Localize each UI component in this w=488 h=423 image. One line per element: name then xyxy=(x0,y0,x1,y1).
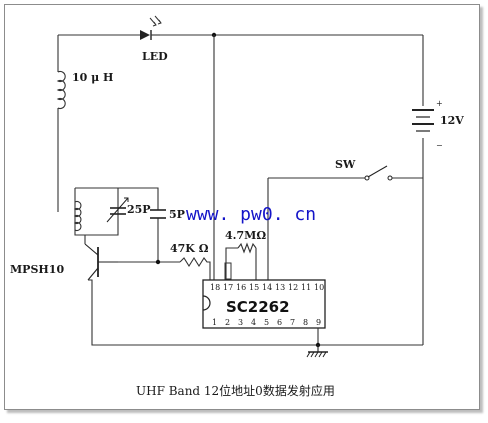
tank-coil-symbol xyxy=(73,200,82,232)
led-label: LED xyxy=(142,50,168,63)
diagram-caption: UHF Band 12位地址0数据发射应用 xyxy=(136,383,335,398)
pin-7: 7 xyxy=(290,318,295,327)
cap-5p-wire xyxy=(118,187,159,262)
pin-14: 14 xyxy=(262,283,272,292)
pin-5: 5 xyxy=(264,318,269,327)
chip-body xyxy=(202,279,326,329)
pin-9: 9 xyxy=(316,318,321,327)
pin-16: 16 xyxy=(236,283,246,292)
battery-label: 12V xyxy=(440,114,464,127)
trimmer-label: 25P xyxy=(127,203,151,216)
junction-dot-base xyxy=(155,259,161,265)
switch-label: SW xyxy=(335,158,356,171)
pin-10: 10 xyxy=(314,283,324,292)
resistor-47m-symbol xyxy=(237,242,257,254)
led-symbol xyxy=(140,15,162,40)
trimmer-capacitor-symbol xyxy=(106,197,129,223)
chip-pins-top: 18 17 16 15 14 13 12 11 10 xyxy=(210,283,324,292)
pin-8: 8 xyxy=(303,318,308,327)
capacitor-label: 5P xyxy=(169,208,185,221)
inductor-symbol xyxy=(56,70,66,110)
resistor-47k-symbol xyxy=(179,256,211,280)
watermark-text: www. pw0. cn xyxy=(186,204,316,225)
chip-notch xyxy=(202,295,211,311)
battery-symbol: + − xyxy=(412,99,443,150)
svg-text:+: + xyxy=(436,99,443,108)
resistor-47m-label: 4.7MΩ xyxy=(225,229,266,242)
transistor-label: MPSH10 xyxy=(10,263,64,276)
pin-4: 4 xyxy=(251,318,256,327)
transistor-symbol xyxy=(84,243,118,281)
svg-text:−: − xyxy=(436,141,443,150)
osc-resistor-wire xyxy=(225,247,257,280)
inductor-label: 10 μ H xyxy=(72,71,113,84)
switch-symbol xyxy=(364,165,393,181)
pin-2: 2 xyxy=(225,318,230,327)
tank-frame-wire xyxy=(74,187,119,236)
pin-17: 17 xyxy=(223,283,233,292)
pin-12: 12 xyxy=(288,283,298,292)
capacitor-5p-symbol xyxy=(150,209,166,219)
pin-6: 6 xyxy=(277,318,282,327)
pin-13: 13 xyxy=(275,283,285,292)
pin-15: 15 xyxy=(249,283,259,292)
chip-label: SC2262 xyxy=(226,298,290,316)
switch-branch-wire xyxy=(267,177,423,280)
ground-symbol xyxy=(306,345,328,358)
image-frame xyxy=(4,4,480,410)
resistor-47k-label: 47K Ω xyxy=(170,242,209,255)
chip-pins-bottom: 1 2 3 4 5 6 7 8 9 xyxy=(212,318,321,327)
osc-pin-stub xyxy=(224,262,232,280)
pin-18: 18 xyxy=(210,283,220,292)
transistor-emitter-wire xyxy=(88,279,423,346)
pin-3: 3 xyxy=(238,318,243,327)
pin-11: 11 xyxy=(301,283,311,292)
pin-1: 1 xyxy=(212,318,217,327)
